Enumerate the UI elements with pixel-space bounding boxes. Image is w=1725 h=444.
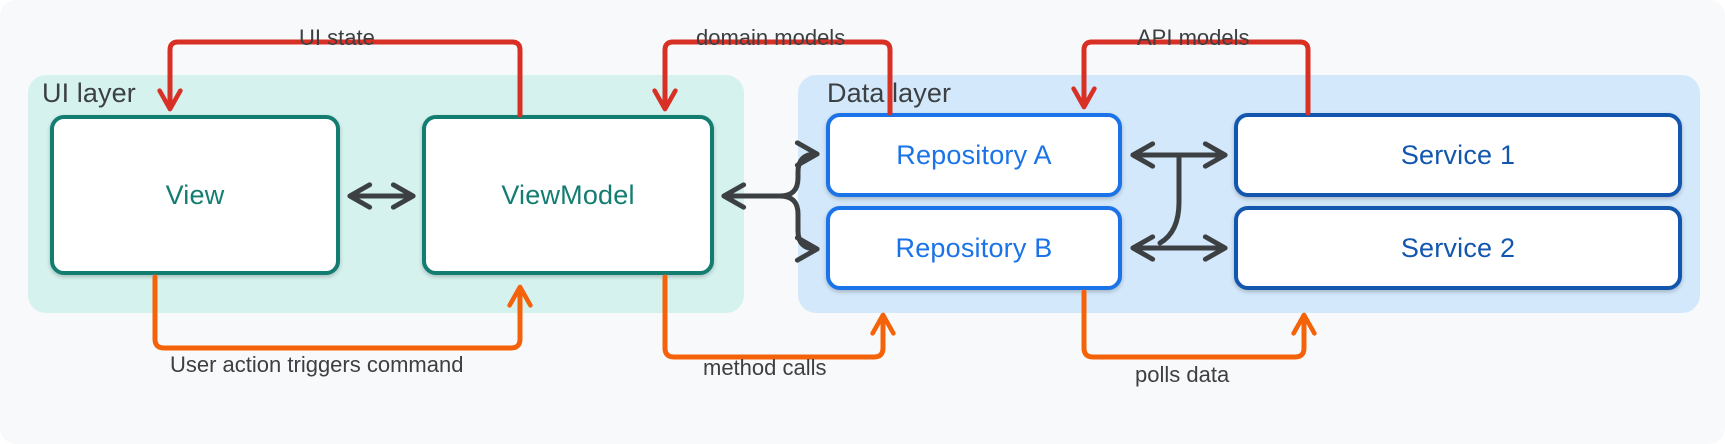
ui-layer-title: UI layer (42, 78, 136, 108)
edge-label-method-calls: method calls (703, 355, 827, 380)
data-layer-title: Data layer (827, 78, 952, 108)
node-repository-a[interactable]: Repository A (826, 113, 1122, 197)
node-service-2-label: Service 2 (1400, 232, 1516, 263)
node-service-1[interactable]: Service 1 (1234, 113, 1682, 197)
node-viewmodel[interactable]: ViewModel (422, 115, 714, 275)
node-service-1-label: Service 1 (1400, 139, 1516, 170)
edge-label-domain-models: domain models (696, 25, 846, 50)
edge-label-polls-data: polls data (1135, 362, 1230, 387)
node-view[interactable]: View (50, 115, 340, 275)
node-repository-a-label: Repository A (896, 139, 1052, 170)
edge-label-user-action: User action triggers command (170, 352, 464, 377)
node-view-label: View (165, 179, 225, 210)
node-service-2[interactable]: Service 2 (1234, 206, 1682, 290)
edge-label-api-models: API models (1137, 25, 1250, 50)
node-repository-b-label: Repository B (895, 232, 1053, 263)
node-viewmodel-label: ViewModel (501, 179, 635, 210)
node-repository-b[interactable]: Repository B (826, 206, 1122, 290)
edge-label-ui-state: UI state (299, 25, 375, 50)
